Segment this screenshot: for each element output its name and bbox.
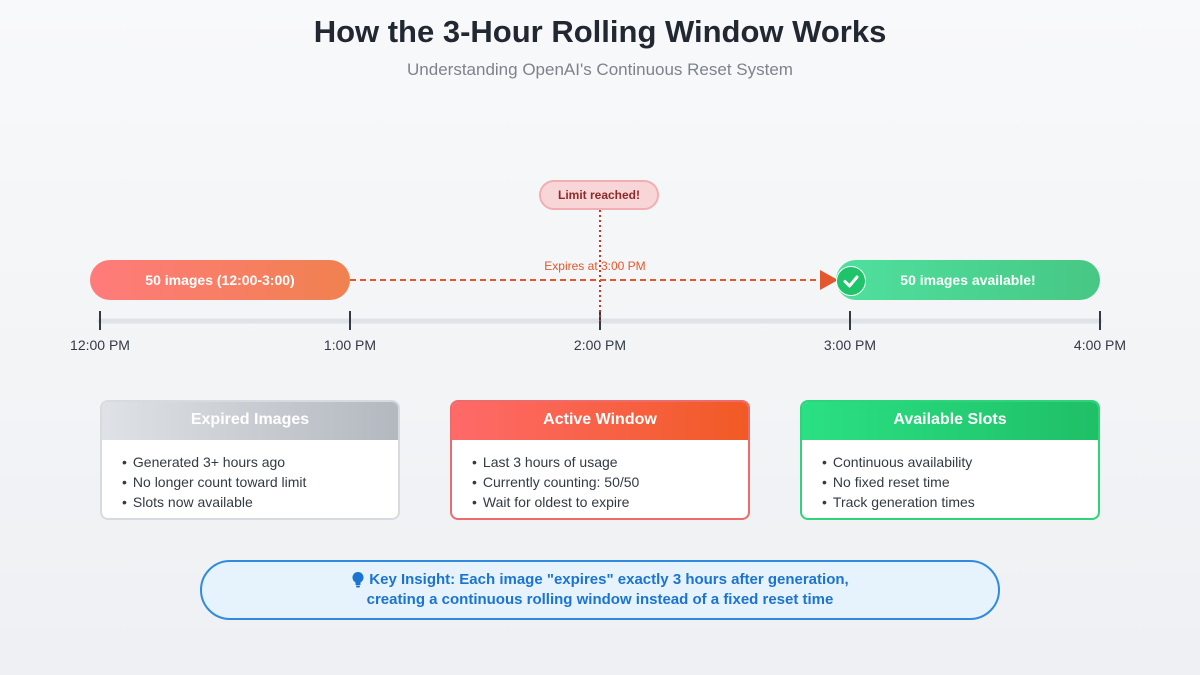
card-list: Generated 3+ hours ago No longer count t…	[102, 440, 398, 512]
card-expired-images: Expired Images Generated 3+ hours ago No…	[100, 400, 400, 520]
list-item: No fixed reset time	[822, 472, 1098, 492]
card-list: Last 3 hours of usage Currently counting…	[452, 440, 748, 512]
insight-text-1: Key Insight: Each image "expires" exactl…	[369, 571, 849, 588]
list-item: Last 3 hours of usage	[472, 452, 748, 472]
limit-reached-badge: Limit reached!	[539, 180, 659, 210]
used-images-block: 50 images (12:00-3:00)	[90, 260, 350, 300]
tick-label-1pm: 1:00 PM	[323, 337, 377, 353]
expires-label: Expires at 3:00 PM	[544, 259, 646, 273]
card-title: Active Window	[452, 402, 748, 440]
card-available-slots: Available Slots Continuous availability …	[800, 400, 1100, 520]
tick-label-3pm: 3:00 PM	[823, 337, 877, 353]
insight-text-2: creating a continuous rolling window ins…	[366, 591, 834, 608]
key-insight-box: Key Insight: Each image "expires" exactl…	[200, 560, 1000, 620]
list-item: Currently counting: 50/50	[472, 472, 748, 492]
expiry-arrowhead	[820, 270, 838, 290]
list-item: Generated 3+ hours ago	[122, 452, 398, 472]
available-images-block: 50 images available!	[836, 260, 1100, 300]
tick-label-4pm: 4:00 PM	[1073, 337, 1127, 353]
tick-label-2pm: 2:00 PM	[573, 337, 627, 353]
page-subtitle: Understanding OpenAI's Continuous Reset …	[407, 60, 793, 79]
list-item: Continuous availability	[822, 452, 1098, 472]
insight-line-1: Key Insight: Each image "expires" exactl…	[351, 570, 849, 590]
card-list: Continuous availability No fixed reset t…	[802, 440, 1098, 512]
list-item: Wait for oldest to expire	[472, 492, 748, 512]
list-item: Slots now available	[122, 492, 398, 512]
page-title: How the 3-Hour Rolling Window Works	[313, 14, 887, 49]
list-item: No longer count toward limit	[122, 472, 398, 492]
list-item: Track generation times	[822, 492, 1098, 512]
card-title: Expired Images	[102, 402, 398, 440]
available-images-label: 50 images available!	[900, 272, 1036, 288]
timeline-diagram	[97, 210, 1103, 330]
lightbulb-icon	[352, 572, 364, 588]
card-active-window: Active Window Last 3 hours of usage Curr…	[450, 400, 750, 520]
tick-label-12pm: 12:00 PM	[70, 337, 130, 353]
card-title: Available Slots	[802, 402, 1098, 440]
check-icon	[836, 266, 866, 296]
